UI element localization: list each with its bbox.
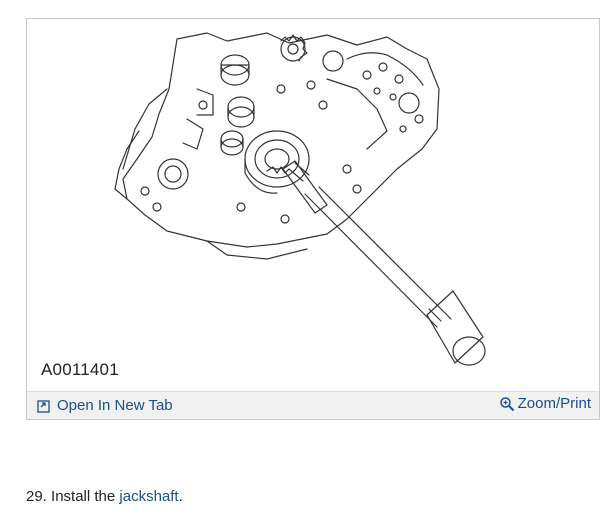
engine-jackshaft-illustration [114, 32, 486, 366]
zoom-print-label: Zoom/Print [517, 395, 591, 412]
figure-code: A0011401 [41, 360, 119, 379]
jackshaft-link[interactable]: jackshaft [119, 488, 179, 505]
step-instruction: 29. Install the jackshaft. [26, 488, 183, 505]
figure-container: A0011401 Open In New Tab Zoom/Print [26, 18, 600, 420]
step-text-after: . [178, 488, 183, 505]
magnifier-icon [499, 396, 514, 411]
open-in-new-tab-icon [37, 399, 50, 413]
figure-toolbar: Open In New Tab Zoom/Print [27, 391, 599, 419]
step-number: 29. [26, 488, 47, 505]
zoom-print-link[interactable]: Zoom/Print [499, 395, 591, 412]
open-in-new-tab-link[interactable]: Open In New Tab [37, 397, 173, 414]
step-text-before: Install the [46, 488, 120, 505]
open-in-new-tab-label: Open In New Tab [57, 397, 173, 414]
